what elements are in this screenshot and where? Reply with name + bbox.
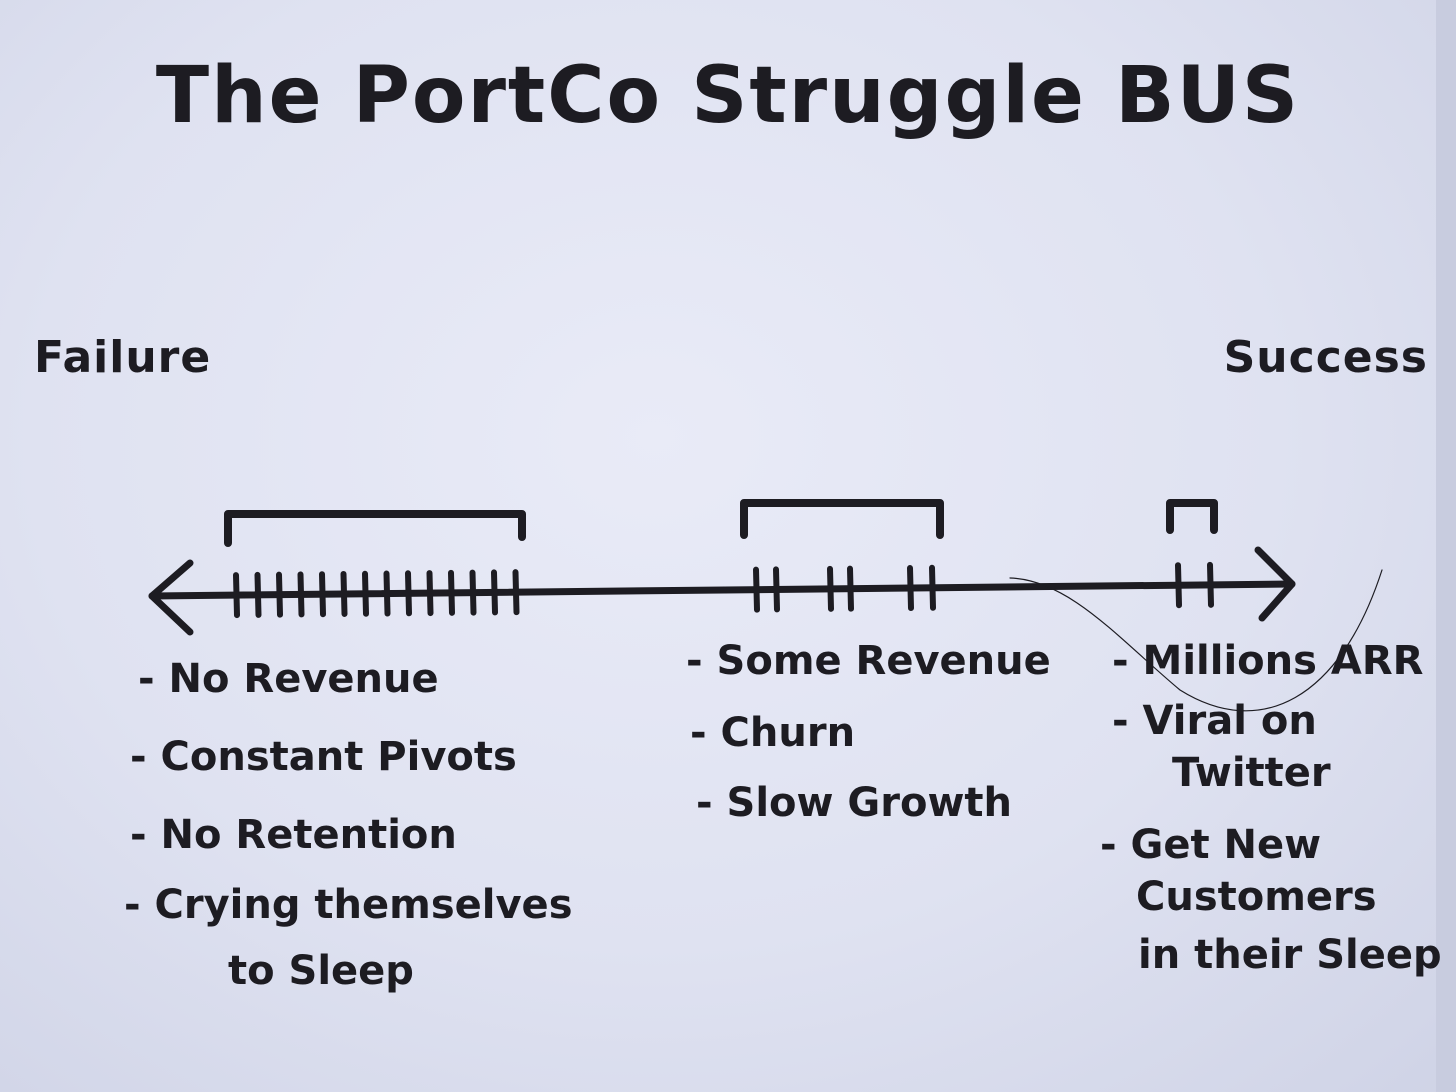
failure-tick-8 — [383, 570, 391, 617]
group-failure-notes: - No Revenue - Constant Pivots - No Rete… — [124, 656, 573, 994]
middle-tick-4 — [847, 565, 854, 612]
note-to-sleep: to Sleep — [228, 948, 414, 994]
axis-arrow-left — [148, 559, 194, 636]
group-success-notes: - Millions ARR - Viral on Twitter - Get … — [1100, 638, 1442, 978]
ticks-failure — [233, 569, 520, 619]
note-get-new: - Get New — [1100, 822, 1321, 868]
failure-tick-2 — [254, 571, 262, 618]
bracket-success — [1166, 499, 1218, 534]
note-millions-arr: - Millions ARR — [1112, 638, 1423, 684]
failure-tick-4 — [297, 571, 305, 618]
paper-edge — [1436, 0, 1456, 1092]
note-slow-growth: - Slow Growth — [696, 780, 1012, 826]
label-failure: Failure — [34, 332, 211, 383]
note-no-revenue: - No Revenue — [138, 656, 439, 702]
success-tick-2 — [1207, 561, 1214, 608]
axis-arrow-right — [1254, 546, 1296, 622]
failure-tick-9 — [405, 570, 412, 617]
middle-tick-3 — [827, 565, 834, 612]
note-twitter: Twitter — [1172, 750, 1331, 796]
middle-tick-1 — [753, 566, 760, 613]
group-middle-notes: - Some Revenue - Churn - Slow Growth — [686, 638, 1051, 826]
failure-tick-6 — [340, 570, 348, 617]
bracket-failure — [224, 510, 526, 547]
note-viral-on: - Viral on — [1112, 698, 1317, 744]
middle-tick-6 — [929, 564, 936, 611]
failure-tick-7 — [362, 570, 369, 617]
failure-tick-1 — [233, 572, 240, 619]
middle-tick-2 — [773, 566, 780, 613]
note-churn: - Churn — [690, 710, 855, 756]
failure-tick-14 — [512, 569, 520, 616]
label-success: Success — [1224, 332, 1428, 383]
note-crying-themselves: - Crying themselves — [124, 882, 573, 928]
failure-tick-5 — [319, 571, 326, 618]
failure-tick-11 — [448, 569, 455, 616]
note-some-revenue: - Some Revenue — [686, 638, 1051, 684]
bracket-middle — [740, 499, 944, 539]
failure-tick-10 — [426, 570, 434, 617]
note-customers: Customers — [1136, 874, 1377, 920]
failure-tick-13 — [491, 569, 498, 616]
note-in-their-sleep: in their Sleep — [1138, 932, 1442, 978]
note-constant-pivots: - Constant Pivots — [130, 734, 517, 780]
ticks-middle — [753, 564, 936, 613]
note-no-retention: - No Retention — [130, 812, 457, 858]
success-tick-1 — [1175, 562, 1182, 609]
ticks-success — [1175, 561, 1214, 609]
failure-tick-12 — [469, 569, 477, 616]
page-title: The PortCo Struggle BUS — [156, 51, 1300, 141]
stray-pen-line — [1009, 569, 1383, 712]
middle-tick-5 — [907, 565, 914, 612]
failure-tick-3 — [276, 571, 283, 618]
